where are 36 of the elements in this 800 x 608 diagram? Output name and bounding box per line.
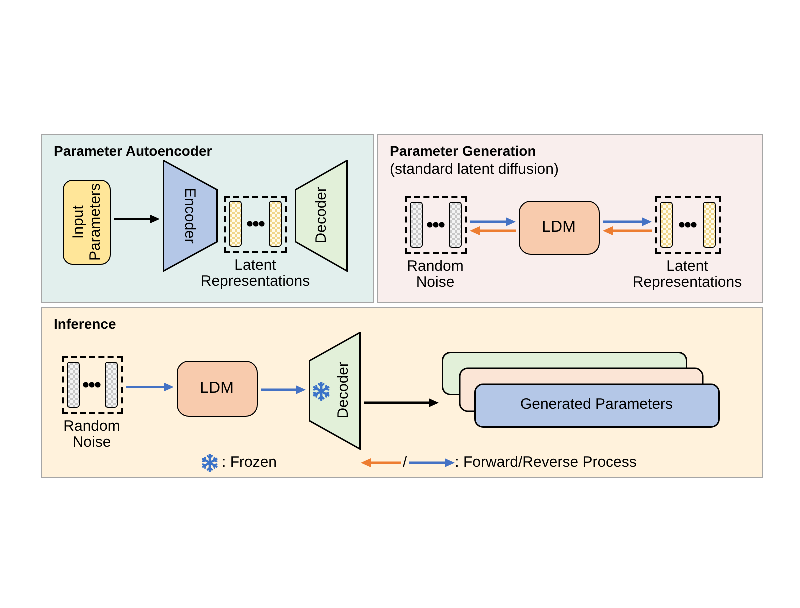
node-label: Decoder	[312, 187, 330, 244]
panel	[377, 134, 763, 303]
arrow	[470, 218, 516, 226]
decoder-trapezoid	[294, 160, 348, 272]
legend-text: : Forward/Reverse Process	[455, 453, 637, 473]
decoder-trapezoid	[308, 332, 360, 450]
separator-text: /	[403, 453, 408, 473]
legend-text: : Frozen	[222, 453, 278, 473]
node-label: Random Noise	[62, 418, 122, 450]
panel	[41, 134, 374, 303]
arrow	[114, 214, 160, 224]
model-box	[518, 200, 600, 254]
node-label: LDM	[542, 218, 576, 238]
node-label: Generated Parameters	[520, 395, 674, 416]
panel-title: Inference	[54, 315, 116, 333]
arrow	[126, 382, 174, 392]
panel-title: Parameter Generation	[390, 142, 538, 160]
node-label: Latent Representations	[632, 258, 744, 290]
node-label: Latent Representations	[200, 258, 312, 290]
input-box	[62, 180, 110, 264]
panel-subtitle: (standard latent diffusion)	[390, 160, 559, 180]
card-stack-drawing	[442, 352, 720, 428]
panel	[41, 307, 763, 478]
node-label: Random Noise	[406, 258, 465, 290]
arrow	[261, 386, 306, 394]
arrow	[603, 226, 652, 236]
panel-title: Parameter Autoencoder	[54, 142, 212, 160]
node-label: Decoder	[335, 362, 352, 419]
arrow	[603, 218, 652, 226]
node-label: LDM	[200, 378, 234, 398]
model-box	[176, 360, 258, 416]
arrow	[470, 226, 516, 236]
encoder-trapezoid	[162, 160, 218, 272]
node-label: Encoder	[182, 188, 198, 244]
node-label: Input Parameters	[70, 182, 104, 262]
arrow	[364, 398, 439, 408]
